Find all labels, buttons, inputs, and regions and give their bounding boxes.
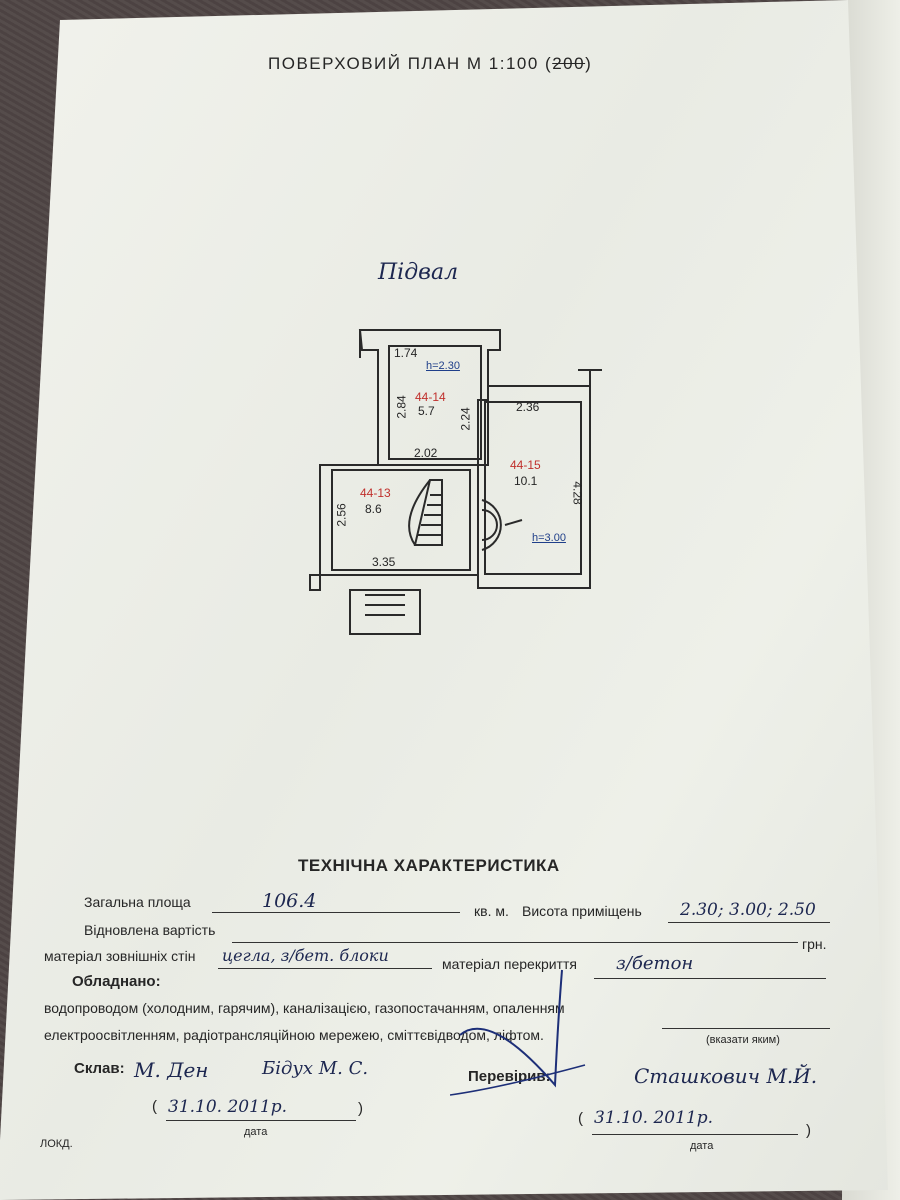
checker-name: Сташкович М.Й. [634,1064,818,1088]
composed-date-close: ) [358,1100,363,1117]
room-44-13-interior [331,469,471,571]
entrance-steps [349,589,421,635]
checked-date-open: ( [578,1110,583,1127]
height-label: Висота приміщень [522,903,642,919]
equipped-line-1: водопроводом (холодним, гарячим), каналі… [44,1000,565,1016]
checked-label: Перевірив: [468,1068,551,1085]
stair-curve [408,479,431,546]
floor-plan-drawing [309,289,602,635]
height-value: 2.30; 3.00; 2.50 [680,900,816,920]
dim-label: 1.74 [394,346,418,360]
checked-date-line [592,1134,798,1135]
room-area: 10.1 [514,474,538,488]
room-id: 44-15 [510,458,541,472]
checked-date: 31.10. 2011р. [594,1108,714,1128]
composed-date-open: ( [152,1098,157,1115]
dim-label: 4.28 [570,481,585,505]
composed-date-line [166,1120,356,1121]
room-44-13-walls [309,464,479,591]
total-area-label: Загальна площа [84,894,191,910]
date-caption: дата [690,1140,714,1152]
dim-label: 2.24 [458,407,473,431]
total-area-line [212,912,460,913]
dim-label: 2.56 [334,503,349,527]
room-44-14-walls [358,329,501,466]
room-id: 44-13 [360,486,391,500]
date-caption: дата [244,1126,268,1138]
composed-label: Склав: [74,1060,125,1077]
area-unit: кв. м. [474,903,509,919]
specify-hint: (вказати яким) [706,1034,780,1046]
dim-label: 2.02 [414,446,438,460]
room-id: 44-14 [415,390,446,404]
equipped-line-2: електроосвітленням, радіотрансляційною м… [44,1027,544,1043]
title-close: ) [585,54,593,73]
room-height: h=2.30 [426,360,460,372]
wall-material-value: цегла, з/бет. блоки [222,946,389,965]
room-44-15-walls [477,385,591,589]
dim-label: 3.35 [372,555,396,569]
wall-material-line [218,968,432,969]
floor-plan: Підвал 1.74 2.84 2.24 2.36 2.02 2.56 4.2… [290,260,620,650]
ceiling-material-line [594,978,826,979]
staircase [413,479,443,546]
tech-heading: ТЕХНІЧНА ХАРАКТЕРИСТИКА [298,856,560,875]
composer-signature: М. Ден [134,1058,209,1082]
checked-date-close: ) [806,1122,811,1139]
room-44-15-interior [484,401,582,575]
dim-label: 2.84 [394,395,409,419]
page-title: ПОВЕРХОВИЙ ПЛАН М 1:100 (200) [268,54,592,74]
composer-name: Бідух М. С. [262,1058,369,1079]
restored-value-line [232,942,798,943]
equipped-label: Обладнано: [72,973,161,990]
stove-outline [481,499,502,551]
dim-label: 2.36 [516,400,540,414]
ceiling-material-value: з/бетон [616,953,694,974]
total-area-value: 106.4 [262,890,317,912]
wall-material-label: матеріал зовнішніх стін [44,948,196,964]
room-44-14-interior [388,345,482,460]
title-text: ПОВЕРХОВИЙ ПЛАН М 1:100 ( [268,54,553,73]
currency-label: грн. [802,936,827,952]
floor-label: Підвал [378,260,459,285]
composed-date: 31.10. 2011р. [168,1097,288,1117]
title-struck-scale: 200 [552,54,586,73]
corner-mark: ЛОКД. [40,1138,73,1150]
room-area: 8.6 [365,502,382,516]
ceiling-material-label: матеріал перекриття [442,956,577,972]
equipped-line [662,1028,830,1029]
room-height: h=3.00 [532,532,566,544]
restored-value-label: Відновлена вартість [84,922,216,938]
approval-checkmark [450,969,586,1096]
height-line [668,922,830,923]
room-area: 5.7 [418,404,435,418]
